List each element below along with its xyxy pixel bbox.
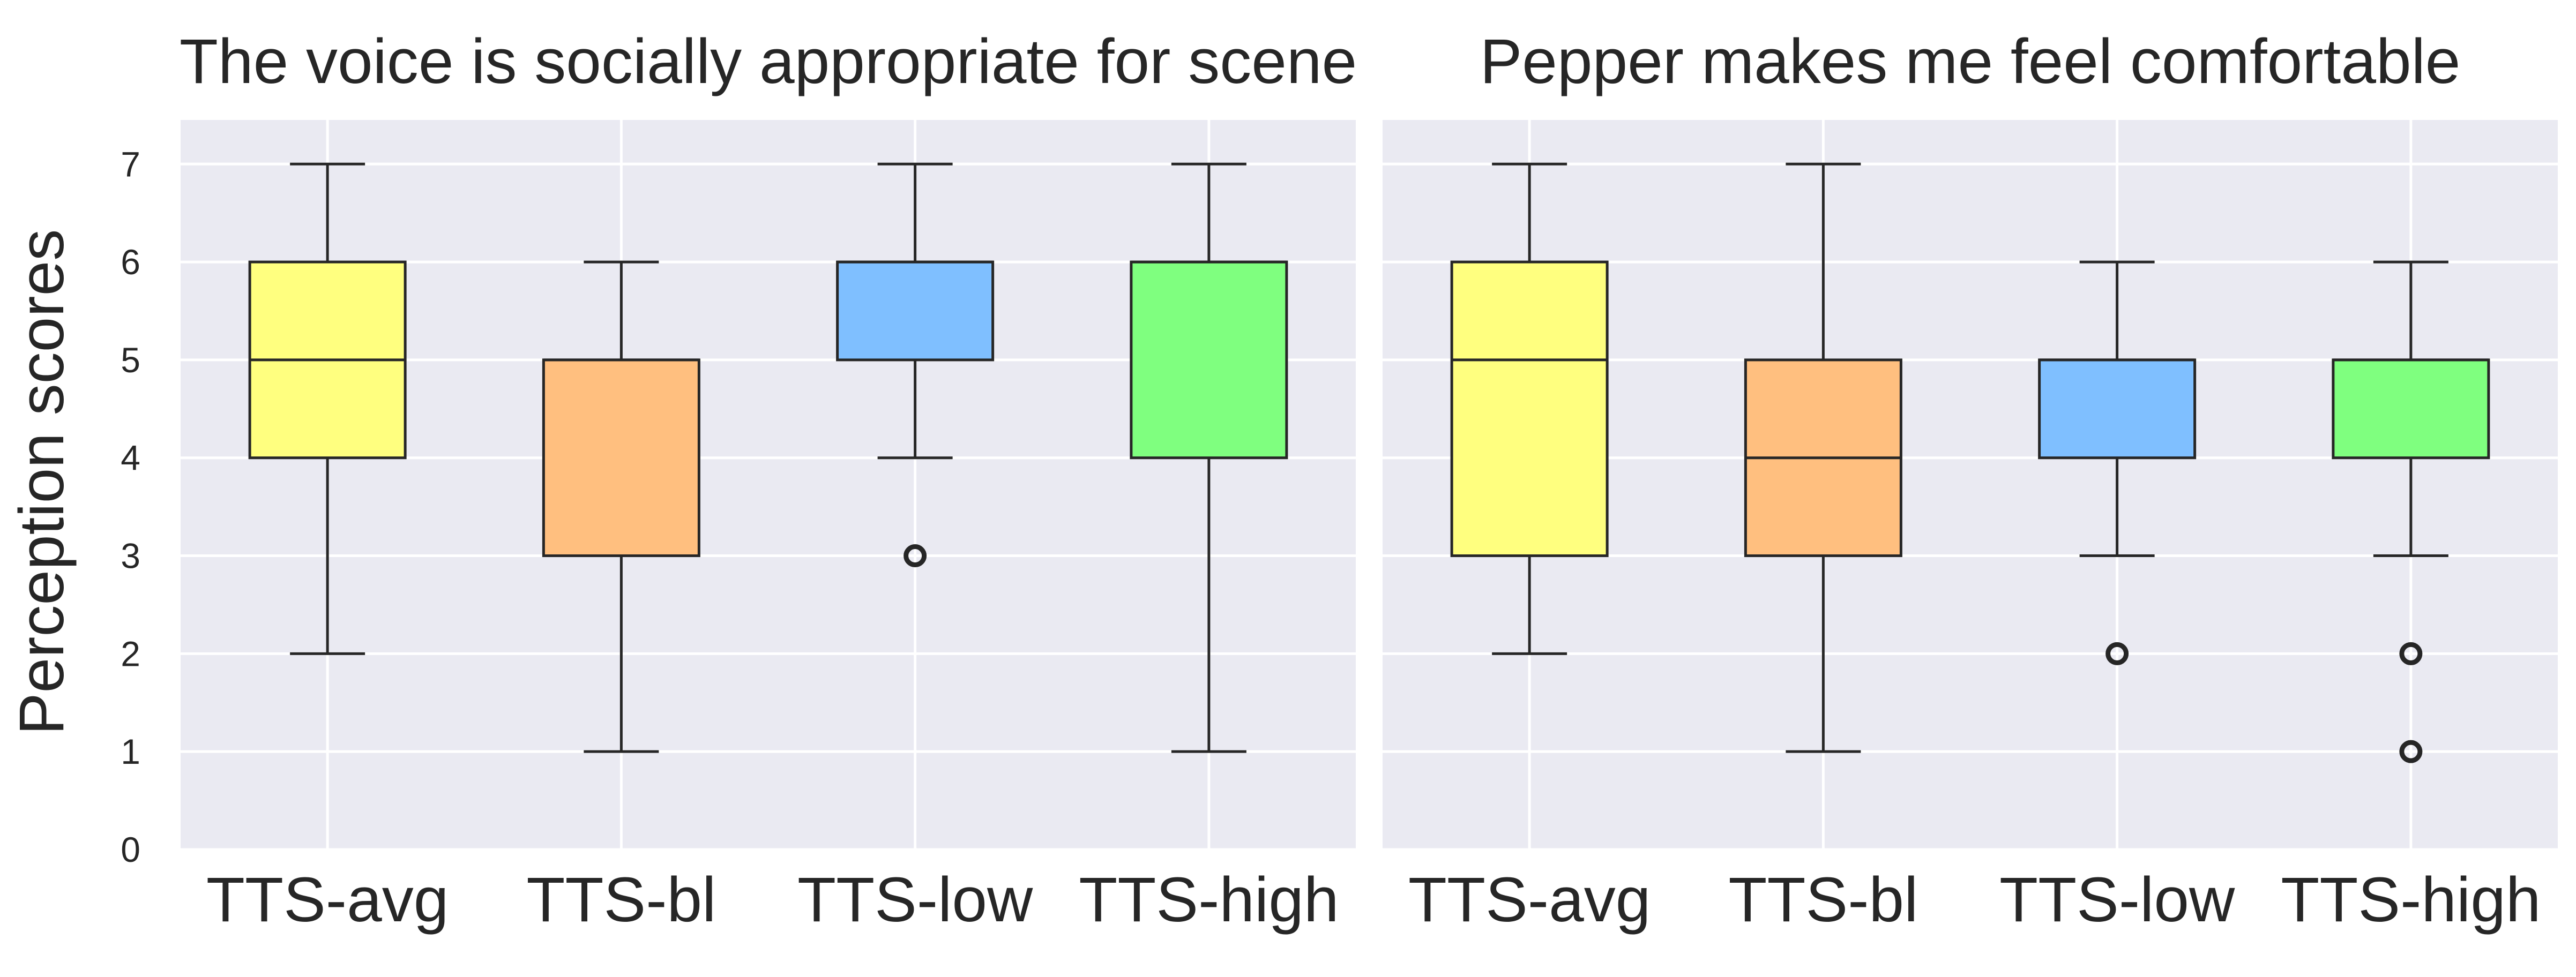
box-iqr xyxy=(1130,260,1288,460)
y-tick-label: 7 xyxy=(121,144,140,184)
x-tick-label: TTS-low xyxy=(1999,865,2235,935)
y-tick-label: 3 xyxy=(121,536,140,576)
panel-title: The voice is socially appropriate for sc… xyxy=(180,26,1357,97)
x-tick-label: TTS-low xyxy=(797,865,1033,935)
x-tick-label: TTS-avg xyxy=(1408,865,1651,935)
box-tts-high xyxy=(2332,260,2490,763)
box-tts-avg xyxy=(248,162,407,655)
box-tts-bl xyxy=(542,260,700,753)
x-tick-label: TTS-high xyxy=(2281,865,2541,935)
outlier-point xyxy=(904,544,927,568)
y-tick-label: 5 xyxy=(121,340,140,380)
x-tick-label: TTS-high xyxy=(1079,865,1339,935)
box-iqr xyxy=(2332,358,2490,460)
outlier-point xyxy=(2105,642,2129,665)
box-tts-low xyxy=(2038,260,2197,665)
outlier-point xyxy=(2399,740,2423,763)
y-axis-label: Perception scores xyxy=(6,229,77,735)
y-tick-label: 1 xyxy=(121,732,140,771)
box-iqr xyxy=(1450,260,1609,558)
panel-title: Pepper makes me feel comfortable xyxy=(1480,26,2461,97)
box-iqr xyxy=(2038,358,2197,460)
box-iqr xyxy=(836,260,995,362)
y-tick-label: 0 xyxy=(121,830,140,869)
y-tick-label: 2 xyxy=(121,634,140,673)
x-tick-label: TTS-bl xyxy=(526,865,716,935)
box-tts-avg xyxy=(1450,162,1609,655)
box-iqr xyxy=(542,358,700,558)
x-tick-label: TTS-avg xyxy=(206,865,449,935)
chart-panel-1: 0 1 2 3 4 5 6 7 The voice is socially appropriat… xyxy=(121,26,1357,935)
x-tick-label: TTS-bl xyxy=(1728,865,1918,935)
outlier-point xyxy=(2399,642,2423,665)
y-tick-label: 6 xyxy=(121,242,140,282)
plot-area xyxy=(181,120,1356,850)
box-tts-low xyxy=(836,162,995,568)
box-tts-bl xyxy=(1744,162,1902,753)
chart-panels: 0 1 2 3 4 5 6 7 The voice is socially appropriat… xyxy=(121,26,2558,935)
y-tick-label: 4 xyxy=(121,438,140,478)
box-tts-high xyxy=(1130,162,1288,753)
